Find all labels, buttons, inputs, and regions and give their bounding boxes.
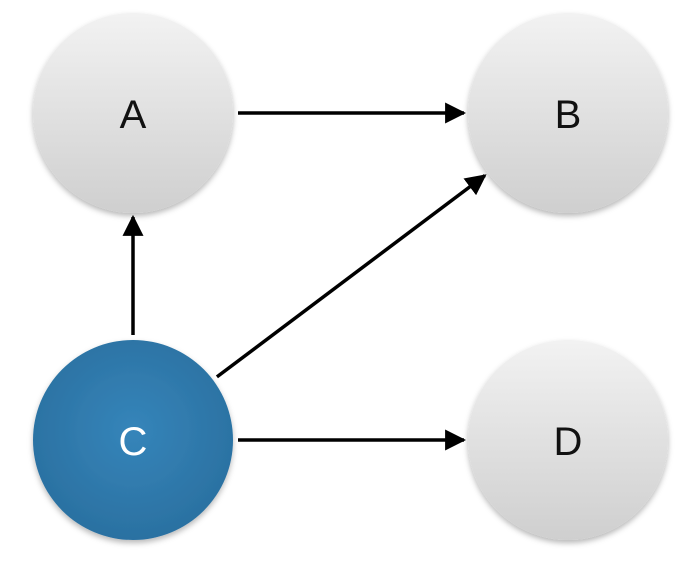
node-b-circle — [468, 13, 668, 213]
edge-c-to-b — [215, 174, 487, 379]
node-d-circle — [468, 340, 668, 540]
edges-layer — [122, 102, 487, 451]
node-a-circle — [33, 13, 233, 213]
node-c-label: C — [119, 420, 148, 464]
node-c-circle — [33, 340, 233, 540]
node-d-label: D — [554, 420, 583, 464]
nodes-layer: A B C D — [33, 13, 668, 540]
node-a: A — [33, 13, 233, 213]
node-d: D — [468, 340, 668, 540]
node-b: B — [468, 13, 668, 213]
node-b-label: B — [555, 93, 582, 137]
node-a-label: A — [120, 93, 147, 137]
node-c: C — [33, 340, 233, 540]
